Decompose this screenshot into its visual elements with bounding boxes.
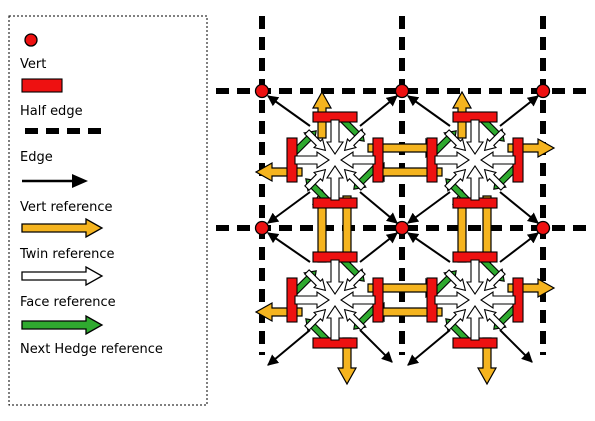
vert-reference-arrow: [407, 329, 451, 366]
legend: Vert Half edge Edge Vert reference Twin …: [8, 15, 208, 406]
face-bottom-right: [426, 251, 524, 349]
legend-label-twin-reference: Twin reference: [19, 247, 114, 262]
vertex: [535, 220, 551, 236]
legend-label-face-reference: Face reference: [20, 295, 116, 310]
vert-reference-arrow: [499, 191, 539, 224]
vertices: [254, 83, 551, 236]
vertex: [254, 83, 270, 99]
legend-box: [8, 15, 208, 406]
vert-reference-arrow: [407, 191, 451, 224]
vertex: [254, 220, 270, 236]
vert-reference-arrow: [407, 95, 451, 127]
vert-reference-arrow: [267, 232, 311, 263]
vert-swatch: [24, 33, 38, 47]
vertex: [535, 83, 551, 99]
vert-reference-arrow: [499, 329, 533, 363]
legend-label-edge: Edge: [20, 150, 53, 165]
vert-reference-arrow: [359, 232, 398, 263]
twin-reference-swatch: [21, 218, 103, 238]
legend-label-vert-reference: Vert reference: [20, 200, 113, 215]
next-hedge-reference-swatch: [21, 315, 103, 335]
vert-reference-arrow: [267, 191, 311, 224]
vert-reference-arrow: [359, 191, 398, 224]
mesh: [216, 16, 588, 386]
legend-label-half-edge: Half edge: [20, 104, 83, 119]
face-top-right: [426, 111, 524, 209]
vert-reference-swatch-head: [72, 174, 88, 188]
edges: [216, 16, 588, 355]
face-bottom-left: [286, 251, 384, 349]
vertex: [394, 220, 410, 236]
vert-reference-arrow: [267, 95, 311, 127]
vert-references: [267, 95, 539, 366]
face-top-left: [286, 111, 384, 209]
vert-reference-arrow: [359, 95, 398, 127]
half-edge-swatch: [21, 78, 63, 93]
vert-reference-arrow: [499, 95, 539, 127]
legend-label-vert: Vert: [20, 57, 46, 72]
legend-label-next-hedge-reference: Next Hedge reference: [20, 342, 163, 357]
vert-reference-arrow: [359, 329, 393, 363]
vert-reference-arrow: [407, 232, 451, 263]
vert-reference-arrow: [267, 329, 311, 366]
vertex: [394, 83, 410, 99]
face-reference-swatch: [21, 266, 103, 286]
vert-reference-arrow: [499, 232, 539, 263]
